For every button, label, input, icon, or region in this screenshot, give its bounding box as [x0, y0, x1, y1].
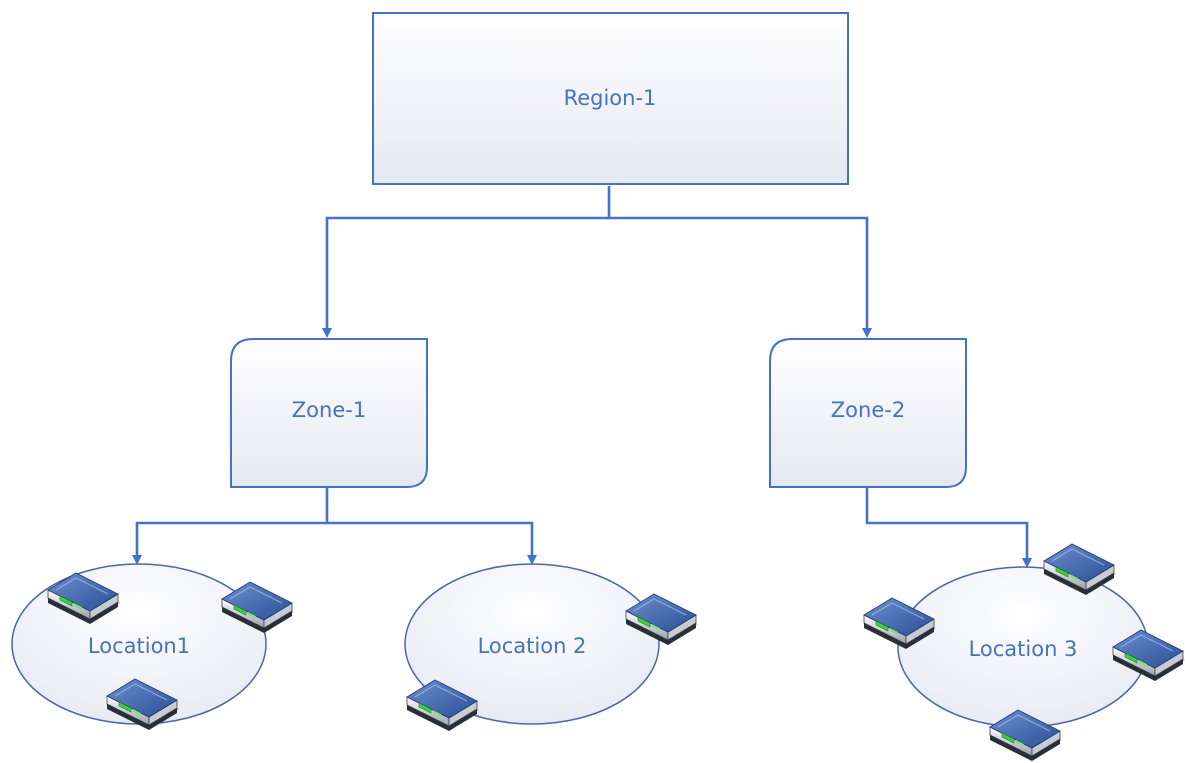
connector-region-to-zone-1: [322, 186, 611, 338]
connector-zone-2-to-location-3: [865, 488, 1032, 568]
zone-1-node: Zone-1: [230, 338, 428, 488]
zone-1-label: Zone-1: [292, 398, 366, 422]
zone-1-box: [230, 338, 428, 488]
connector-zone-1-to-location-1: [132, 488, 329, 565]
connector-zone-1-to-location-2: [327, 521, 537, 565]
location-3-label: Location 3: [969, 637, 1078, 661]
connectors: [132, 186, 1032, 568]
region-box: [372, 12, 849, 185]
location-2-oval: [404, 563, 660, 725]
location-3-node: Location 3: [863, 543, 1185, 762]
zone-2-box: [769, 338, 967, 488]
zone-2-label: Zone-2: [831, 398, 905, 422]
location-2-label: Location 2: [478, 634, 587, 658]
region-node: Region-1: [372, 12, 849, 185]
region-label: Region-1: [564, 86, 657, 110]
zone-2-node: Zone-2: [769, 338, 967, 488]
location-2-node: Location 2: [404, 563, 699, 732]
location-1-label: Location1: [88, 634, 190, 658]
location-1-node: Location1: [11, 563, 295, 731]
connector-region-to-zone-2: [609, 216, 872, 338]
